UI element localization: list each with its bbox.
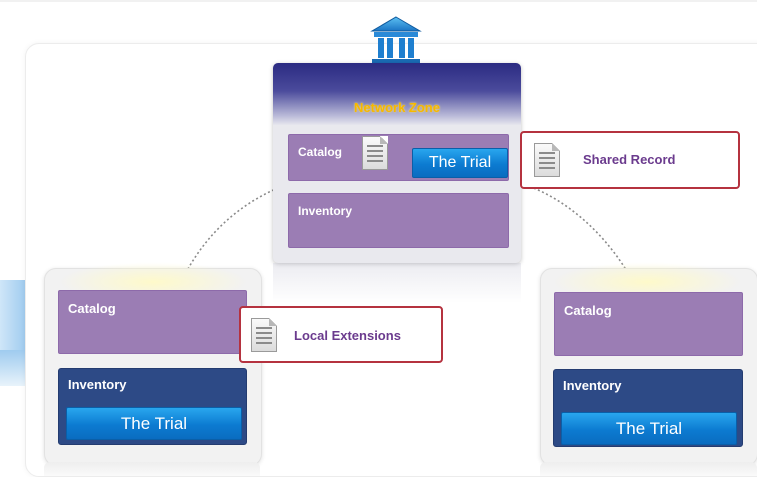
- right-node-reflection: [540, 462, 757, 476]
- top-divider: [0, 0, 757, 2]
- network-zone-catalog-label: Catalog: [298, 145, 343, 159]
- shared-record-label: Shared Record: [583, 152, 676, 167]
- network-zone-inventory-label: Inventory: [298, 204, 353, 218]
- network-zone-inventory: Inventory: [288, 193, 509, 248]
- right-catalog-label: Catalog: [564, 303, 612, 318]
- document-icon: [362, 136, 388, 170]
- document-icon: [534, 143, 560, 177]
- left-accent-bar: [0, 280, 26, 386]
- left-catalog: Catalog: [58, 290, 247, 354]
- document-icon: [251, 318, 277, 352]
- network-zone-trial-record: The Trial: [412, 148, 508, 178]
- right-inventory-label: Inventory: [563, 378, 622, 393]
- shared-record-callout: Shared Record: [520, 131, 740, 189]
- right-trial-record: The Trial: [561, 412, 737, 445]
- network-zone-header: [273, 63, 521, 125]
- local-extensions-callout: Local Extensions: [239, 306, 443, 363]
- local-extensions-label: Local Extensions: [294, 328, 401, 343]
- network-zone-title: Network Zone: [354, 100, 440, 115]
- left-inventory-label: Inventory: [68, 377, 127, 392]
- institution-building-icon: [370, 16, 422, 68]
- right-catalog: Catalog: [554, 292, 743, 356]
- network-zone-reflection: [273, 263, 521, 303]
- left-trial-record: The Trial: [66, 407, 242, 440]
- left-node-reflection: [44, 462, 260, 476]
- left-catalog-label: Catalog: [68, 301, 116, 316]
